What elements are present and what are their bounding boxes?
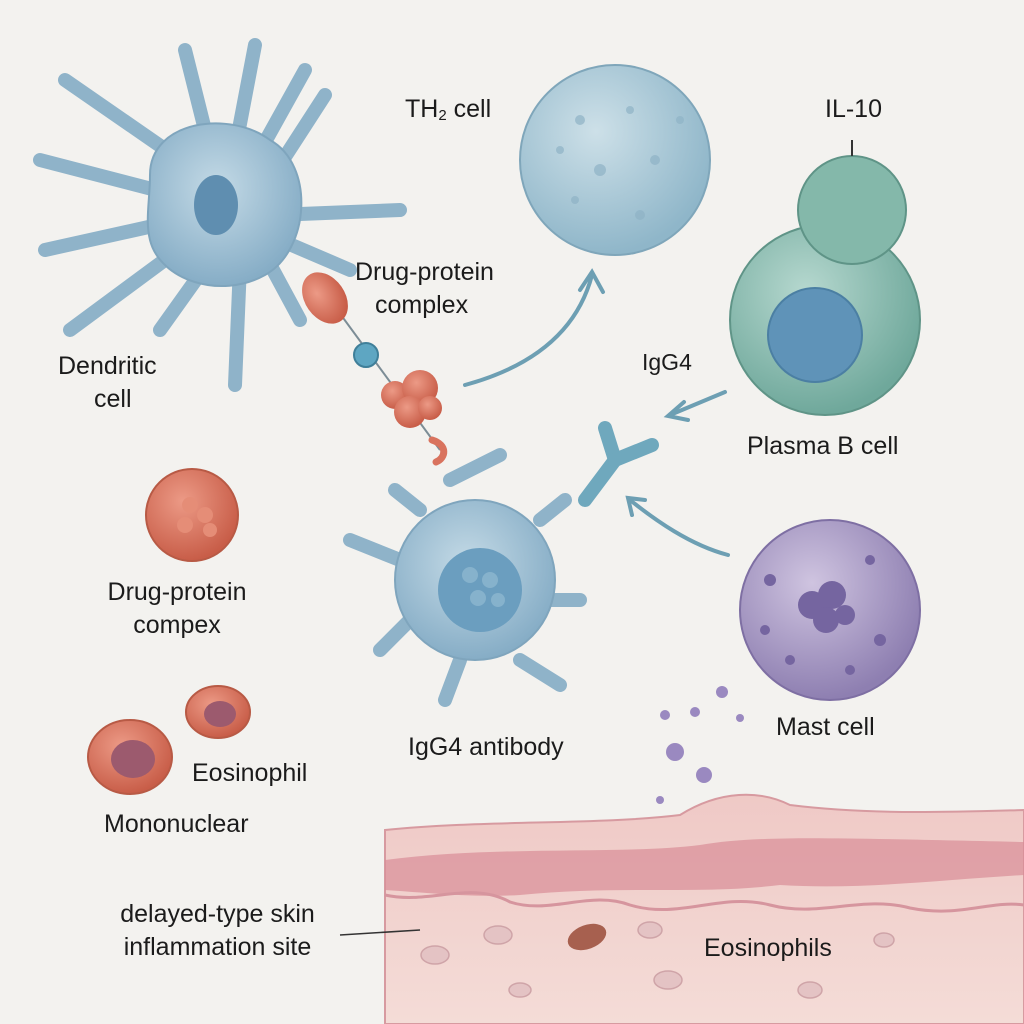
th2-cell: [519, 64, 711, 256]
label-th2-tail: cell: [446, 95, 492, 123]
label-th2-cell: TH2 cell: [405, 93, 491, 132]
skin-tissue: [384, 793, 1024, 1024]
label-mast-cell: Mast cell: [776, 713, 875, 741]
arrow-to-th2: [463, 268, 605, 387]
label-drug-protein-complex-left-line1: Drug-protein: [107, 578, 247, 606]
label-drug-protein-complex-top: Drug-protein complex: [355, 256, 494, 322]
drug-protein-complex-chain: [302, 272, 448, 466]
label-th2-main: TH: [405, 95, 439, 123]
drug-protein-complex-left: [145, 468, 239, 562]
label-eosinophils: Eosinophils: [704, 934, 832, 962]
mononuclear-cell: [87, 719, 173, 795]
label-igg4: IgG4: [642, 349, 692, 375]
eosinophil-cell: [185, 685, 251, 739]
label-eosinophil: Eosinophil: [192, 759, 308, 787]
label-drug-protein-complex-top-line1: Drug-protein: [355, 258, 494, 286]
label-skin-inflammation-site: delayed-type skin inflammation site: [90, 898, 345, 964]
arrow-from-mast: [625, 495, 730, 557]
plasma-b-cell: [729, 140, 921, 416]
label-skin-site-line1: delayed-type skin: [120, 900, 315, 928]
igg4-antibody-shape: [578, 421, 659, 507]
dendritic-cell: [33, 38, 407, 392]
label-dendritic-line1: Dendritic: [58, 352, 157, 380]
label-dendritic-line2: cell: [94, 385, 132, 413]
label-mononuclear: Mononuclear: [104, 810, 249, 838]
label-igg4-antibody: IgG4 antibody: [408, 733, 564, 761]
label-drug-protein-complex-left: Drug-protein compex: [82, 576, 272, 642]
label-th2-subscript: 2: [438, 107, 447, 124]
label-plasma-b-cell: Plasma B cell: [747, 432, 899, 460]
skin-label-pointer: [339, 929, 421, 936]
label-drug-protein-complex-top-line2: complex: [375, 291, 469, 319]
label-dendritic-cell: Dendritic cell: [58, 350, 157, 416]
igg4-antibody-cell: [343, 448, 587, 707]
label-skin-site-line2: inflammation site: [123, 933, 312, 961]
label-drug-protein-complex-left-line2: compex: [133, 611, 221, 639]
mast-cell: [656, 519, 921, 804]
label-il10: IL-10: [825, 95, 882, 123]
arrow-from-plasma: [663, 390, 727, 422]
